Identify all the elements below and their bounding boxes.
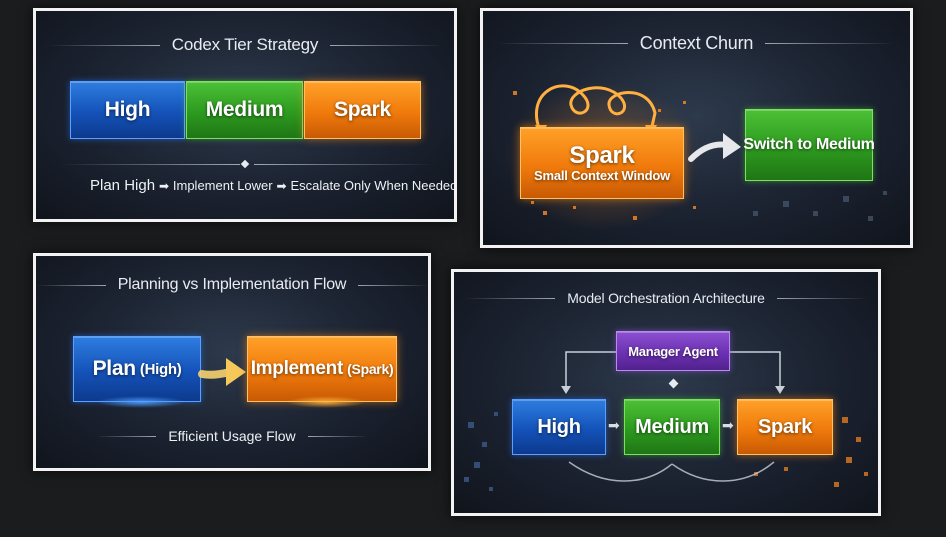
efficient-usage-caption: Efficient Usage Flow xyxy=(168,428,296,444)
manager-agent-block: Manager Agent xyxy=(616,331,730,371)
orchestration-high-block: High xyxy=(512,399,606,455)
arrow-right-icon xyxy=(688,133,741,162)
tier-medium-block: Medium xyxy=(186,81,303,139)
arrow-right-icon xyxy=(198,358,246,386)
tier-spark-label: Spark xyxy=(334,98,391,121)
spark-subtitle: Small Context Window xyxy=(534,168,670,184)
implement-tier-label: (Spark) xyxy=(347,361,394,377)
panel-title: Context Churn xyxy=(639,33,754,53)
panel-title-row: Planning vs Implementation Flow xyxy=(36,276,428,294)
orchestration-spark-block: Spark xyxy=(737,399,833,455)
tier-spark-block: Spark xyxy=(304,81,421,139)
panel-tier-strategy: Codex Tier Strategy High Medium Spark Pl… xyxy=(33,8,457,222)
panel-planning-flow: Planning vs Implementation Flow Plan (Hi… xyxy=(33,253,431,471)
footer-rule-right xyxy=(307,435,368,437)
title-rule-left xyxy=(47,44,160,46)
orchestration-medium-block: Medium xyxy=(624,399,720,455)
strategy-caption: Plan High ➡ Implement Lower ➡ Escalate O… xyxy=(90,177,457,194)
tier-high-block: High xyxy=(70,81,185,139)
panel-orchestration: Model Orchestration Architecture Mana xyxy=(451,269,881,516)
panel-title: Model Orchestration Architecture xyxy=(567,290,765,306)
particles-decoration xyxy=(513,91,887,221)
arrow-right-icon: ➡ xyxy=(158,179,169,193)
title-rule-right xyxy=(358,284,428,286)
orchestration-spark-label: Spark xyxy=(757,415,813,438)
switch-to-medium-block: Switch to Medium xyxy=(743,109,875,181)
implement-label: Implement xyxy=(250,358,344,379)
caption-implement-lower: Implement Lower xyxy=(172,178,273,193)
manager-agent-label: Manager Agent xyxy=(628,343,718,359)
diamond-icon xyxy=(240,159,250,169)
plan-tier-label: (High) xyxy=(139,360,182,378)
caption-plan-high: Plan High xyxy=(90,177,156,194)
footer-rule-left xyxy=(96,435,157,437)
implement-spark-block: Implement (Spark) xyxy=(247,336,397,402)
tier-medium-label: Medium xyxy=(205,98,284,121)
panel-title-row: Model Orchestration Architecture xyxy=(454,290,878,306)
arrow-right-icon: ➡ xyxy=(276,179,287,193)
arrow-right-icon: ➡ xyxy=(722,417,734,433)
title-rule-right xyxy=(330,44,443,46)
switch-to-medium-label: Switch to Medium xyxy=(743,136,875,153)
plan-high-block: Plan (High) xyxy=(73,336,201,402)
title-rule-left xyxy=(36,284,106,286)
title-rule-left xyxy=(465,297,556,299)
caption-escalate: Escalate Only When Needed xyxy=(290,178,457,193)
arrow-right-icon: ➡ xyxy=(608,417,620,433)
divider-left xyxy=(60,164,240,165)
panel-title: Planning vs Implementation Flow xyxy=(117,276,347,293)
divider-right xyxy=(254,164,434,165)
particles-decoration xyxy=(464,351,868,491)
plan-label: Plan xyxy=(92,357,136,380)
spark-block: Spark Small Context Window xyxy=(520,127,684,199)
title-rule-right xyxy=(776,297,867,299)
title-rule-left xyxy=(497,43,628,44)
panel-title-row: Codex Tier Strategy xyxy=(36,35,454,55)
spark-label: Spark xyxy=(569,141,635,169)
panel-title: Codex Tier Strategy xyxy=(171,35,319,54)
orchestration-high-label: High xyxy=(537,415,581,438)
orchestration-medium-label: Medium xyxy=(635,415,709,438)
tier-high-label: High xyxy=(104,98,151,121)
panel-title-row: Context Churn xyxy=(483,33,910,54)
title-rule-right xyxy=(765,43,896,44)
panel-context-churn: Context Churn Spark Small Context Window… xyxy=(480,8,913,248)
footer-row: Efficient Usage Flow xyxy=(36,428,428,444)
